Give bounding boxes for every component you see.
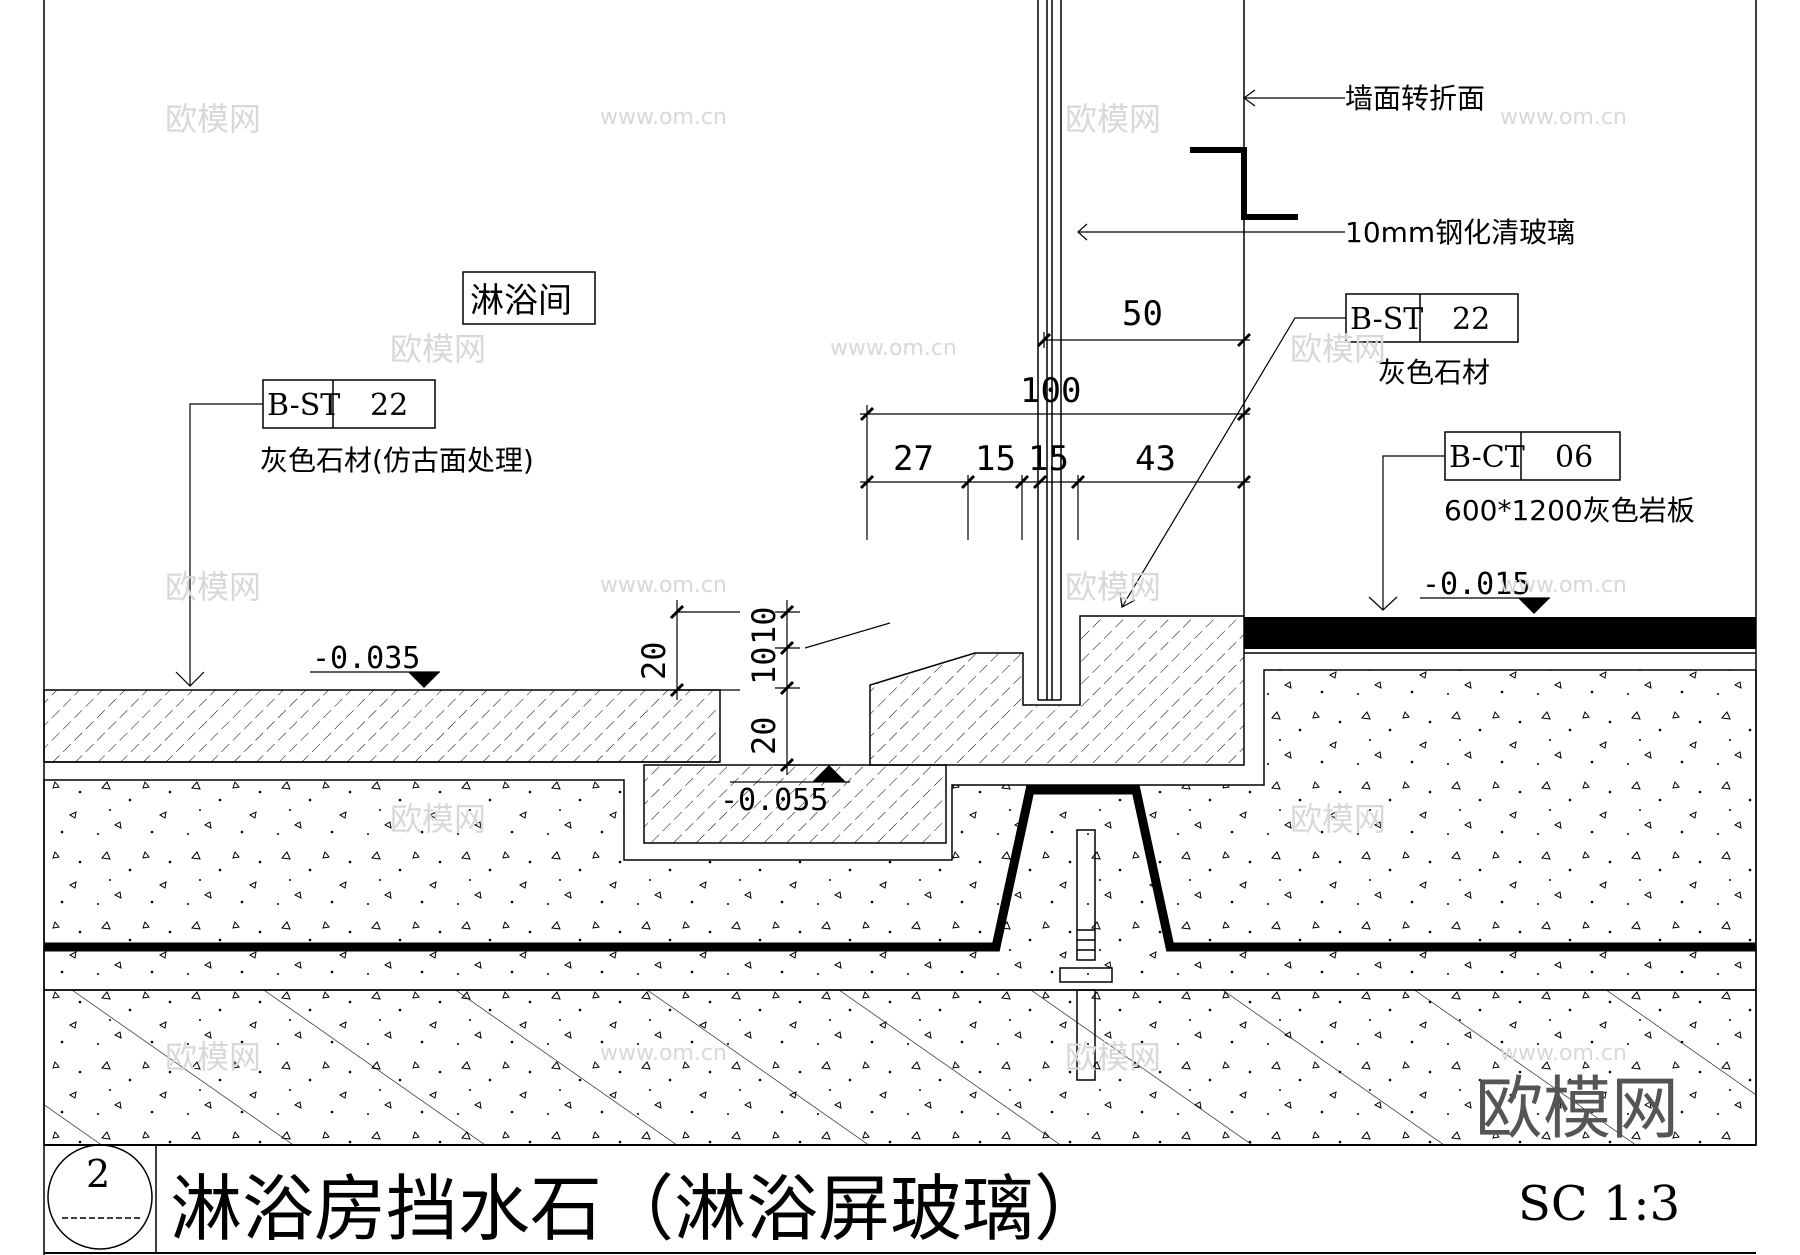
wm-logo-9: 欧模网 <box>165 1038 261 1076</box>
tag-mid-code: B-ST <box>1350 302 1423 337</box>
wm-logo-8: 欧模网 <box>1290 800 1386 838</box>
tag-right-code: B-CT <box>1449 440 1525 475</box>
mortar-screed <box>43 669 1757 991</box>
dim-15b: 15 <box>1028 439 1069 479</box>
wm-url-1: www.om.cn <box>600 105 727 130</box>
dim-50: 50 <box>1122 294 1163 334</box>
room-label: 淋浴间 <box>470 281 572 321</box>
level-left-text: -0.035 <box>312 641 420 676</box>
wm-url-5: www.om.cn <box>1500 573 1627 598</box>
dim-27: 27 <box>893 439 934 479</box>
wm-logo-6: 欧模网 <box>1065 568 1161 606</box>
dim-v10: 10 <box>745 606 783 645</box>
left-stone-floor <box>43 689 721 763</box>
dim-43: 43 <box>1135 439 1176 479</box>
tag-right-desc: 600*1200灰色岩板 <box>1444 494 1695 527</box>
wm-logo-1: 欧模网 <box>165 100 261 138</box>
dim-v20: 20 <box>635 641 673 680</box>
tag-left-num: 22 <box>370 388 408 423</box>
waterproof-membrane <box>44 785 1756 952</box>
wm-url-6: www.om.cn <box>600 1041 727 1066</box>
tag-left-desc: 灰色石材(仿古面处理) <box>260 444 534 477</box>
threshold-stone <box>869 615 1245 766</box>
level-groove-text: -0.055 <box>720 783 828 818</box>
glass-label: 10mm钢化清玻璃 <box>1345 216 1575 249</box>
wm-logo-2: 欧模网 <box>1065 100 1161 138</box>
wall-turn-label: 墙面转折面 <box>1345 82 1485 115</box>
wm-url-7: www.om.cn <box>1500 1041 1627 1066</box>
glass-panel <box>1037 0 1062 701</box>
detail-number: 2 <box>86 1152 110 1196</box>
tag-left-code: B-ST <box>267 388 340 423</box>
slab-aggregate <box>44 990 1756 1145</box>
wm-logo-5: 欧模网 <box>165 568 261 606</box>
level-right-text: -0.015 <box>1422 567 1530 602</box>
corner-watermark-logo: 欧模网 <box>1475 1070 1679 1149</box>
right-rock-board <box>1244 617 1756 649</box>
wm-logo-10: 欧模网 <box>1065 1038 1161 1076</box>
wm-logo-7: 欧模网 <box>390 800 486 838</box>
material-tag-right: B-CT 06 600*1200灰色岩板 <box>1444 431 1695 527</box>
level-mark-right: -0.015 <box>1420 567 1550 614</box>
detail-number-circle <box>47 1144 153 1250</box>
wm-logo-3: 欧模网 <box>390 330 486 368</box>
wm-logo-4: 欧模网 <box>1290 330 1386 368</box>
watermarks: 欧模网 www.om.cn 欧模网 www.om.cn 欧模网 www.om.c… <box>165 100 1627 1076</box>
wm-url-3: www.om.cn <box>830 336 957 361</box>
groove-stone <box>643 764 947 844</box>
dim-15a: 15 <box>975 439 1016 479</box>
drawing-scale: SC 1:3 <box>1518 1176 1680 1232</box>
tag-mid-num: 22 <box>1452 302 1490 337</box>
dimension-lines <box>669 332 1252 775</box>
wall-turn-symbol <box>1190 147 1298 220</box>
dim-v10b: 10 <box>745 646 783 685</box>
room-label-box <box>462 271 596 325</box>
material-tag-mid: B-ST 22 灰色石材 <box>1345 293 1519 389</box>
leaders <box>175 89 1445 687</box>
tag-mid-desc: 灰色石材 <box>1378 356 1490 389</box>
level-mark-left: -0.035 <box>310 641 440 688</box>
tag-right-num: 06 <box>1555 440 1593 475</box>
wm-url-4: www.om.cn <box>600 573 727 598</box>
material-tag-left: B-ST 22 灰色石材(仿古面处理) <box>260 379 534 477</box>
level-mark-groove: -0.055 <box>720 765 850 818</box>
wm-url-2: www.om.cn <box>1500 105 1627 130</box>
dim-100: 100 <box>1020 371 1081 411</box>
anchor-bolt <box>1059 829 1113 1081</box>
drawing-title: 淋浴房挡水石（淋浴屏玻璃） <box>170 1167 1106 1251</box>
dim-v20b: 20 <box>745 716 783 755</box>
